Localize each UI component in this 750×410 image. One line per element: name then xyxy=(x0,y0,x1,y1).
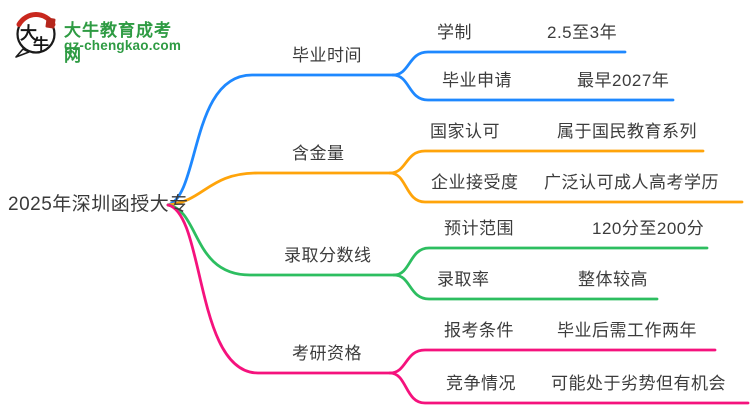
child-label-graduation-application: 毕业申请 xyxy=(442,71,512,90)
child-competition-situation-line xyxy=(388,371,750,405)
branch-label-admission-score: 录取分数线 xyxy=(284,246,372,265)
branch-label-graduation-time: 毕业时间 xyxy=(292,46,362,65)
site-name: 大牛教育成考网 xyxy=(64,21,172,65)
child-expected-range-line xyxy=(392,246,709,277)
child-label-application-requirement: 报考条件 xyxy=(444,321,514,340)
site-domain: gz-chengkao.com xyxy=(64,38,182,53)
branch-graduation-time-line xyxy=(166,73,395,207)
child-admission-rate-line xyxy=(392,273,659,301)
daniu-speech-bubble-icon: 大 牛 xyxy=(15,12,56,58)
child-study-length-line xyxy=(391,50,627,77)
child-graduation-application-line xyxy=(391,73,675,102)
child-label-study-length: 学制 xyxy=(437,23,472,42)
child-label-expected-range: 预计范围 xyxy=(444,219,514,238)
child-label-admission-rate: 录取率 xyxy=(437,270,490,289)
child-label-employer-acceptance: 企业接受度 xyxy=(431,173,519,192)
child-label-national-recognition: 国家认可 xyxy=(430,122,500,141)
logo-char-niu: 牛 xyxy=(33,35,49,54)
branch-postgrad-eligibility-line xyxy=(166,203,392,375)
child-application-requirement-line xyxy=(388,348,717,375)
logo-char-da: 大 xyxy=(20,23,37,44)
branch-admission-score-line xyxy=(166,203,396,277)
child-national-recognition-line xyxy=(388,149,705,175)
child-label-competition-situation: 竞争情况 xyxy=(446,374,516,393)
child-value-application-requirement: 毕业后需工作两年 xyxy=(557,321,697,340)
child-value-graduation-application: 最早2027年 xyxy=(577,71,670,90)
site-logo: 大 牛 大牛教育成考网 gz-chengkao.com xyxy=(10,8,185,65)
branch-label-postgrad-eligibility: 考研资格 xyxy=(292,344,362,363)
child-employer-acceptance-line xyxy=(388,171,744,204)
root-node: 2025年深圳函授大专 xyxy=(8,194,189,215)
child-value-national-recognition: 属于国民教育系列 xyxy=(557,122,697,141)
child-value-expected-range: 120分至200分 xyxy=(592,219,705,238)
child-value-admission-rate: 整体较高 xyxy=(578,270,648,289)
branch-gold-content-line xyxy=(166,171,392,207)
branch-label-gold-content: 含金量 xyxy=(292,144,345,163)
child-value-study-length: 2.5至3年 xyxy=(547,23,618,42)
child-value-employer-acceptance: 广泛认可成人高考学历 xyxy=(544,173,719,192)
child-value-competition-situation: 可能处于劣势但有机会 xyxy=(551,374,726,393)
